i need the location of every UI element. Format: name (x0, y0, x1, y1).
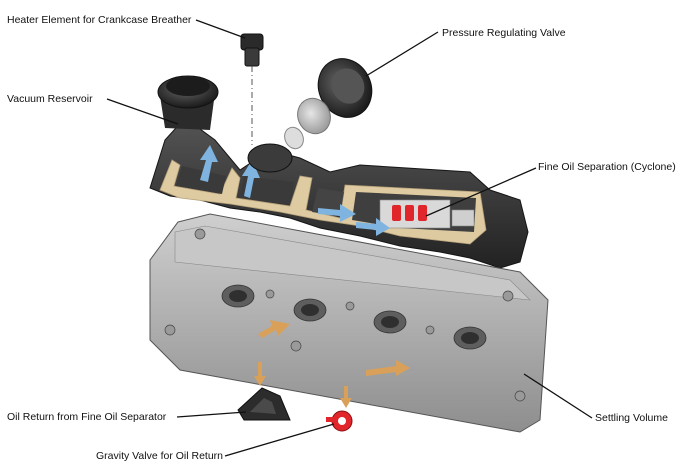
heater-element (240, 33, 264, 145)
pressure-valve-label: Pressure Regulating Valve (442, 27, 566, 39)
oil-filler-cap (157, 75, 219, 130)
gravity-valve (326, 410, 353, 432)
leader-lines (106, 19, 593, 457)
pressure-regulating-valve (284, 58, 373, 150)
gravity-valve-label: Gravity Valve for Oil Return (96, 450, 224, 462)
oil-return-piece (237, 387, 291, 421)
oil-return-label: Oil Return from Fine Oil Separator (7, 411, 167, 423)
breather-housing (149, 75, 529, 269)
settling-volume-label: Settling Volume (595, 412, 668, 424)
drop-arrows (254, 362, 352, 408)
oil-flow-arrows (258, 320, 410, 376)
vacuum-reservoir-label: Vacuum Reservoir (7, 93, 93, 105)
cyclone-red-markers (392, 205, 427, 221)
gas-flow-arrows (200, 145, 390, 236)
fine-oil-separation-label: Fine Oil Separation (Cyclone) (538, 161, 676, 173)
cylinder-head-cover (149, 213, 549, 433)
heater-element-label: Heater Element for Crankcase Breather (7, 14, 192, 26)
